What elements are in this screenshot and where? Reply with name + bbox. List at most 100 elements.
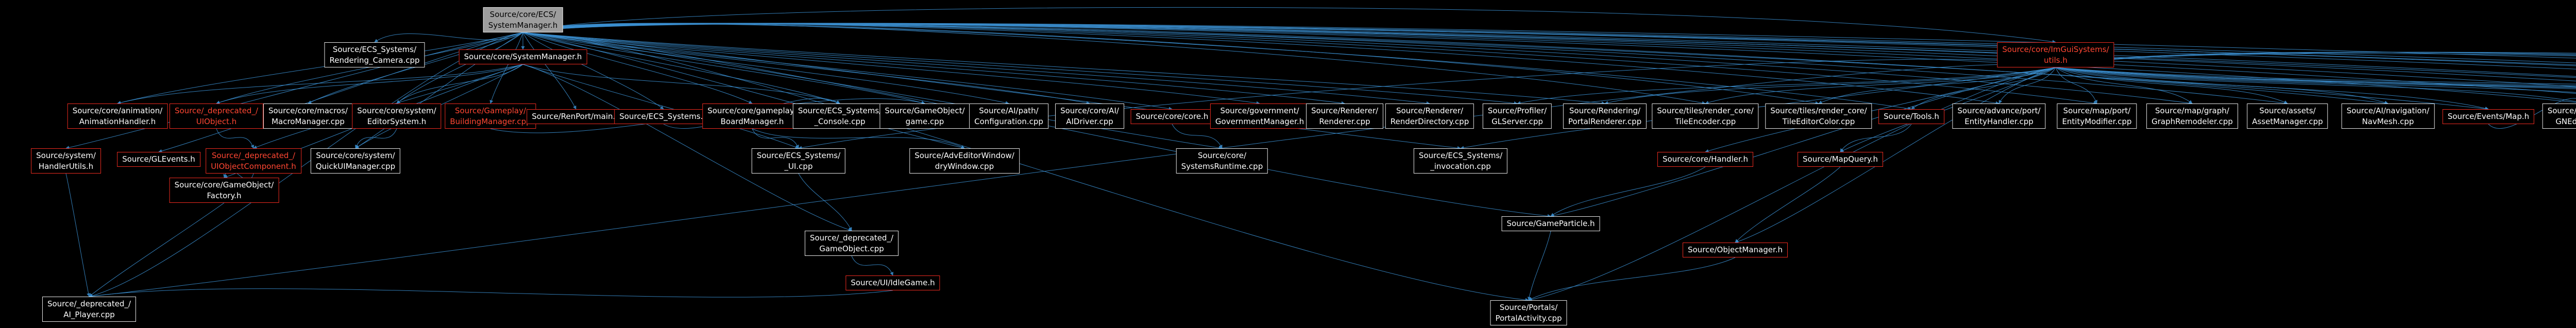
node-label-line: Source/government/ bbox=[1220, 106, 1299, 115]
graph-node-n31[interactable]: Source/Events/Map.h bbox=[2442, 109, 2535, 124]
graph-node-n02[interactable]: Source/ECS_Systems/Rendering_Camera.cpp bbox=[324, 42, 425, 68]
graph-node-n08[interactable]: Source/core/system/EditorSystem.h bbox=[352, 103, 442, 129]
graph-node-n16[interactable]: Source/core/AI/AIDriver.cpp bbox=[1055, 103, 1124, 129]
graph-node-n43[interactable]: Source/GLEvents.h bbox=[117, 152, 200, 167]
node-label-line: Source/ECS_Systems/ bbox=[756, 151, 841, 160]
graph-edge bbox=[2055, 67, 2576, 88]
graph-node-n14[interactable]: Source/GameObject/game.cpp bbox=[879, 103, 970, 129]
graph-node-n32[interactable]: Source/core/moved/GNEditAssn.cpp bbox=[2542, 103, 2576, 129]
graph-node-n05[interactable]: Source/core/animation/AnimationHandler.h bbox=[67, 103, 168, 129]
graph-edge bbox=[216, 64, 523, 105]
graph-node-n10[interactable]: Source/RenPort/main.h bbox=[527, 109, 625, 124]
graph-edge bbox=[522, 32, 753, 104]
node-label-line: AnimationHandler.h bbox=[79, 116, 156, 126]
node-label-line: Source/ECS_Systems.h bbox=[619, 112, 708, 121]
graph-node-n52[interactable]: Source/core/GameObject/Factory.h bbox=[169, 178, 279, 203]
graph-node-n29[interactable]: Source/assets/AssetManager.cpp bbox=[2247, 103, 2328, 129]
graph-node-n53[interactable]: Source/GameParticle.h bbox=[1501, 216, 1600, 231]
node-label-line: Source/ObjectManager.h bbox=[1687, 245, 1783, 254]
graph-edge bbox=[65, 173, 91, 297]
node-label-line: Source/tiles/render_core/ bbox=[1657, 106, 1754, 115]
node-label-line: Source/Rendering/ bbox=[1569, 106, 1641, 115]
graph-edge bbox=[1735, 166, 1841, 243]
node-label-line: BoardManager.h bbox=[720, 116, 784, 126]
graph-node-n30[interactable]: Source/AI/navigation/NavMesh.cpp bbox=[2341, 103, 2435, 129]
graph-edge bbox=[2055, 67, 2193, 104]
graph-node-n23[interactable]: Source/tiles/render_core/TileEncoder.cpp bbox=[1652, 103, 1759, 129]
graph-node-n13[interactable]: Source/ECS_Systems/_Console.cpp bbox=[792, 103, 887, 129]
graph-edge bbox=[522, 32, 1518, 105]
graph-node-n58[interactable]: Source/Portals/PortalActivity.cpp bbox=[1490, 300, 1567, 326]
graph-node-n07[interactable]: Source/core/macros/MacroManager.cpp bbox=[263, 103, 353, 129]
graph-node-n06[interactable]: Source/_deprecated_/UIObject.h bbox=[169, 103, 264, 129]
graph-node-n55[interactable]: Source/_deprecated_/GameObject.cpp bbox=[804, 231, 899, 256]
graph-edge bbox=[798, 173, 852, 231]
graph-edge bbox=[89, 288, 893, 298]
graph-node-n47[interactable]: Source/ECS_Systems/_UI.cpp bbox=[751, 148, 846, 174]
node-label-line: SystemsRuntime.cpp bbox=[1181, 161, 1263, 171]
graph-node-n17[interactable]: Source/core/core.h bbox=[1130, 109, 1214, 124]
graph-node-n22[interactable]: Source/Rendering/PortalRenderer.cpp bbox=[1563, 103, 1647, 129]
graph-node-n12[interactable]: Source/core/gameplay/BoardManager.h bbox=[702, 103, 802, 129]
graph-node-n20[interactable]: Source/Renderer/RenderDirectory.cpp bbox=[1385, 103, 1475, 129]
graph-node-n11[interactable]: Source/ECS_Systems.h bbox=[614, 109, 713, 124]
graph-edge bbox=[522, 32, 1009, 105]
graph-edge bbox=[1911, 67, 2056, 110]
graph-node-n54[interactable]: Source/ObjectManager.h bbox=[1682, 243, 1788, 257]
graph-node-n19[interactable]: Source/Renderer/Renderer.cpp bbox=[1306, 103, 1384, 129]
graph-node-n57[interactable]: Source/_deprecated_/AI_Player.cpp bbox=[42, 297, 137, 322]
node-label-line: Source/core/system/ bbox=[316, 151, 395, 160]
graph-edge bbox=[374, 32, 523, 43]
node-label-line: Source/_deprecated_/ bbox=[174, 106, 259, 115]
graph-node-n26[interactable]: Source/advance/port/EntityHandler.cpp bbox=[1952, 103, 2046, 129]
graph-node-n18[interactable]: Source/government/GovernmentManager.h bbox=[1210, 103, 1310, 129]
graph-edge bbox=[752, 128, 965, 149]
node-label-line: Source/AdvEditorWindow/ bbox=[914, 151, 1014, 160]
node-label-line: Source/core/core.h bbox=[1136, 112, 1209, 121]
graph-node-n49[interactable]: Source/core/SystemsRuntime.cpp bbox=[1176, 148, 1268, 174]
node-label-line: Source/AI/navigation/ bbox=[2346, 106, 2430, 115]
graph-node-n24[interactable]: Source/tiles/render_core/TileEditorColor… bbox=[1765, 103, 1872, 129]
node-label-line: utils.h bbox=[2044, 55, 2067, 65]
graph-edge bbox=[752, 128, 799, 149]
node-label-line: Source/MapQuery.h bbox=[1803, 154, 1878, 164]
graph-node-n46[interactable]: Source/ECS_Systems/_invocation.cpp bbox=[1413, 148, 1508, 174]
graph-edge bbox=[2055, 51, 2576, 68]
graph-edge bbox=[2055, 67, 2098, 104]
node-label-line: Source/UI/IdleGame.h bbox=[851, 278, 935, 287]
graph-node-n42[interactable]: Source/system/HandlerUtils.h bbox=[31, 148, 101, 174]
node-label-line: Source/map/graph/ bbox=[2155, 106, 2229, 115]
graph-node-n45[interactable]: Source/core/system/QuickUIManager.cpp bbox=[310, 148, 401, 174]
graph-node-n25[interactable]: Source/Tools.h bbox=[1878, 109, 1944, 124]
node-label-line: Source/_deprecated_/ bbox=[47, 299, 131, 308]
graph-node-n09[interactable]: Source/Gameplay/BuildingManager.cpp bbox=[445, 103, 536, 129]
graph-edge bbox=[522, 32, 1173, 111]
graph-node-n27[interactable]: Source/map/port/EntityModifier.cpp bbox=[2057, 103, 2137, 129]
node-label-line: EntityModifier.cpp bbox=[2062, 116, 2132, 126]
graph-node-n44[interactable]: Source/_deprecated_/UIObjectComponent.h bbox=[206, 148, 301, 174]
node-label-line: Source/core/macros/ bbox=[268, 106, 348, 115]
graph-node-n48[interactable]: Source/AdvEditorWindow/dryWindow.cpp bbox=[909, 148, 1020, 174]
graph-edge bbox=[522, 7, 2056, 44]
graph-edge bbox=[1528, 257, 1736, 301]
graph-node-n51[interactable]: Source/MapQuery.h bbox=[1798, 152, 1883, 167]
graph-edge bbox=[522, 32, 664, 110]
graph-node-n21[interactable]: Source/Profiler/GLServer.cpp bbox=[1482, 103, 1552, 129]
graph-edge bbox=[1705, 67, 2056, 153]
graph-node-n50[interactable]: Source/core/Handler.h bbox=[1657, 152, 1754, 167]
graph-node-n28[interactable]: Source/map/graph/GraphRemodeler.cpp bbox=[2146, 103, 2238, 129]
graph-edge bbox=[522, 32, 1345, 105]
graph-edge bbox=[522, 23, 2576, 65]
graph-edge bbox=[2488, 98, 2576, 129]
graph-edge bbox=[158, 32, 523, 153]
node-label-line: Configuration.cpp bbox=[974, 116, 1043, 126]
graph-node-n04[interactable]: Source/core/ImGuiSystems/utils.h bbox=[1997, 42, 2114, 68]
node-label-line: Source/map/port/ bbox=[2063, 106, 2131, 115]
graph-edge bbox=[2055, 67, 2576, 88]
graph-node-n56[interactable]: Source/UI/IdleGame.h bbox=[845, 275, 940, 290]
node-label-line: TileEditorColor.cpp bbox=[1782, 116, 1855, 126]
graph-node-n03[interactable]: Source/core/SystemManager.h bbox=[459, 49, 587, 64]
graph-edge bbox=[1517, 67, 2056, 105]
graph-node-n15[interactable]: Source/AI/path/Configuration.cpp bbox=[969, 103, 1048, 129]
